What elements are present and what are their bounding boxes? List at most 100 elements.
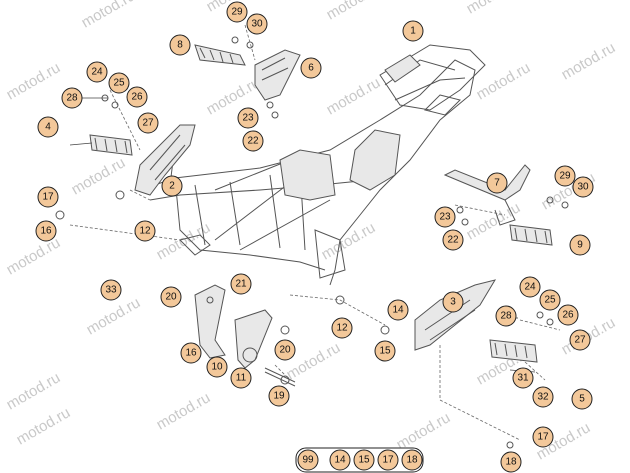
watermark-text: motod.ru <box>4 59 64 103</box>
callout-label: 25 <box>113 78 125 89</box>
callout-16: 16 <box>180 342 202 364</box>
watermark-text: motod.ru <box>4 369 64 413</box>
callout-12: 12 <box>134 220 156 242</box>
kit-main-callout: 99 <box>297 449 319 471</box>
callout-27: 27 <box>137 112 159 134</box>
watermark-text: motod.ru <box>324 74 384 118</box>
callout-circle <box>226 1 248 23</box>
callout-23: 23 <box>237 107 259 129</box>
watermark-text: motod.ru <box>559 39 619 83</box>
callout-label: 17 <box>42 192 54 203</box>
callout-label: 17 <box>537 432 549 443</box>
callout-label: 20 <box>165 292 177 303</box>
callout-label: 27 <box>574 335 586 346</box>
callout-25: 25 <box>108 72 130 94</box>
callout-circle <box>230 273 252 295</box>
callout-circle <box>539 289 561 311</box>
callout-4: 4 <box>37 116 59 138</box>
callout-label: 15 <box>379 346 391 357</box>
callout-label: 14 <box>392 305 404 316</box>
kit-item-callout-15: 15 <box>353 449 375 471</box>
callout-circle <box>169 34 191 56</box>
callout-3: 3 <box>442 291 464 313</box>
callout-label: 16 <box>185 348 197 359</box>
callout-label: 99 <box>302 455 314 466</box>
callout-label: 17 <box>382 455 394 466</box>
watermark-text: motod.ru <box>69 154 129 198</box>
callout-circle <box>557 304 579 326</box>
callout-label: 12 <box>139 226 151 237</box>
watermark-text: motod.ru <box>319 219 379 263</box>
callout-label: 8 <box>177 40 183 51</box>
callout-circle <box>401 449 423 471</box>
callout-circle <box>246 13 268 35</box>
callout-circle <box>100 279 122 301</box>
callout-circle <box>374 340 396 362</box>
callout-label: 6 <box>308 63 314 74</box>
callout-circle <box>37 116 59 138</box>
watermark-text: motod.ru <box>324 0 384 23</box>
watermark-text: motod.ru <box>474 59 534 103</box>
footpeg-5-drawing <box>489 339 538 363</box>
footpeg-9-drawing <box>509 224 553 246</box>
callout-circle <box>442 229 464 251</box>
callout-label: 30 <box>251 19 263 30</box>
callout-label: 23 <box>242 113 254 124</box>
callout-label: 19 <box>273 391 285 402</box>
callout-2: 2 <box>161 175 183 197</box>
callout-circle <box>126 86 148 108</box>
callout-label: 1 <box>410 26 416 37</box>
callout-11: 11 <box>230 367 252 389</box>
callout-8: 8 <box>169 34 191 56</box>
callout-label: 22 <box>447 235 459 246</box>
callout-circle <box>500 451 522 473</box>
callout-circle <box>329 449 351 471</box>
callout-label: 24 <box>524 282 536 293</box>
callout-label: 32 <box>537 392 549 403</box>
callout-29: 29 <box>554 165 576 187</box>
callout-label: 15 <box>358 455 370 466</box>
callout-label: 28 <box>500 311 512 322</box>
callout-circle <box>180 342 202 364</box>
callout-5: 5 <box>571 388 593 410</box>
callout-33: 33 <box>100 279 122 301</box>
callout-circle <box>512 367 534 389</box>
side-stand-drawing <box>194 284 296 387</box>
callout-circle <box>519 276 541 298</box>
callout-label: 5 <box>579 394 585 405</box>
callout-26: 26 <box>126 86 148 108</box>
callout-circle <box>134 220 156 242</box>
callout-20: 20 <box>160 286 182 308</box>
rear-footrest-bracket-right-drawing <box>443 164 531 226</box>
callout-circle <box>108 72 130 94</box>
callout-20: 20 <box>274 339 296 361</box>
callout-circle <box>35 220 57 242</box>
callout-22: 22 <box>442 229 464 251</box>
callout-label: 26 <box>131 92 143 103</box>
callout-label: 29 <box>231 7 243 18</box>
callout-label: 2 <box>169 181 175 192</box>
callout-10: 10 <box>206 356 228 378</box>
callout-circle <box>532 426 554 448</box>
callout-circle <box>61 87 83 109</box>
callout-28: 28 <box>61 87 83 109</box>
callout-9: 9 <box>569 234 591 256</box>
callout-circle <box>160 286 182 308</box>
callout-25: 25 <box>539 289 561 311</box>
callout-label: 21 <box>235 279 247 290</box>
callout-layer: 1234567891011121214151616171718192020212… <box>35 1 594 473</box>
callout-31: 31 <box>512 367 534 389</box>
callout-12: 12 <box>331 317 353 339</box>
callout-23: 23 <box>434 206 456 228</box>
callout-label: 33 <box>105 285 117 296</box>
callout-circle <box>86 61 108 83</box>
callout-circle <box>387 299 409 321</box>
callout-26: 26 <box>557 304 579 326</box>
callout-label: 4 <box>45 122 51 133</box>
callout-22: 22 <box>242 130 264 152</box>
callout-label: 24 <box>91 67 103 78</box>
callout-21: 21 <box>230 273 252 295</box>
watermark-text: motod.ru <box>154 389 214 433</box>
